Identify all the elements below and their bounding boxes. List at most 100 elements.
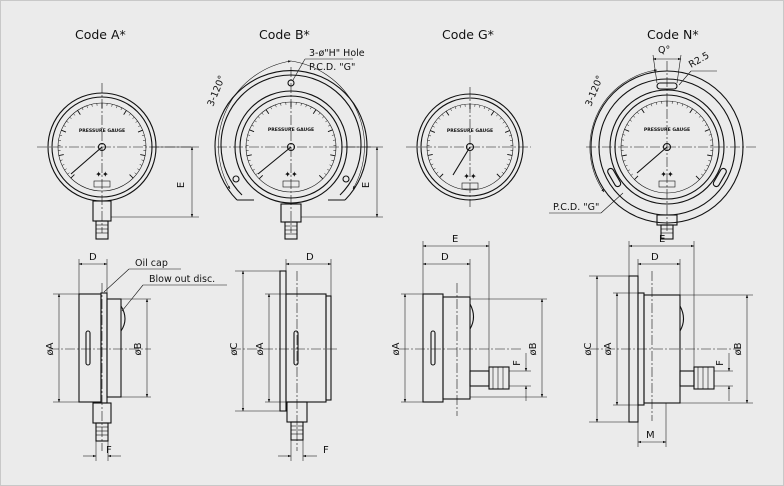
dial-tick — [329, 164, 332, 167]
side-view-n: D E øC øA øB F M — [583, 234, 753, 447]
dial-tick — [429, 159, 432, 161]
dial-tick — [310, 106, 312, 110]
dial-tick — [137, 168, 140, 171]
dial-tick — [120, 107, 123, 111]
dial-tick — [254, 120, 257, 123]
dial-label-b: PRESSURE GAUGE — [268, 127, 314, 133]
side-view-b: D øC øA F — [229, 252, 337, 461]
dial-tick — [499, 117, 502, 120]
dial-tick — [701, 173, 704, 176]
dial-tick — [459, 105, 461, 108]
title-code-a: Code A* — [75, 27, 126, 42]
svg-text:✦✦: ✦✦ — [284, 170, 298, 179]
dial-tick — [141, 159, 144, 161]
dial-tick — [479, 105, 481, 108]
gauge-needle-a — [70, 146, 103, 175]
dial-tick — [438, 117, 441, 120]
angle-label-n: 3-120° — [584, 74, 606, 108]
blow-out-label: Blow out disc. — [149, 274, 215, 285]
dial-tick — [305, 104, 307, 108]
dial-tick — [73, 113, 76, 116]
dial-tick — [331, 134, 335, 136]
dim-f-side-a: F — [106, 445, 112, 456]
dial-tick — [504, 167, 507, 170]
dial-tick — [325, 120, 328, 123]
dial-label-n: PRESSURE GAUGE — [644, 127, 690, 133]
dial-tick — [698, 115, 701, 118]
front-view-n: PRESSURE GAUGE ✦✦ 3-120° Q° R2.5 P.C.D. … — [549, 45, 756, 240]
mounting-hole-b2 — [232, 175, 240, 183]
title-code-n: Code N* — [647, 27, 699, 42]
dial-tick — [128, 113, 131, 116]
dial-tick — [695, 175, 700, 180]
dial-tick — [435, 121, 438, 124]
mounting-hole-b3 — [342, 175, 350, 183]
dial-tick — [454, 106, 457, 110]
dial-tick — [330, 154, 336, 157]
dial-tick — [331, 159, 334, 162]
dim-e-a: E — [176, 182, 187, 188]
dial-tick — [490, 110, 495, 116]
dial-tick — [703, 169, 707, 172]
dim-d-side-b: D — [306, 252, 314, 263]
dial-tick — [61, 164, 65, 166]
dial-tick — [327, 168, 330, 171]
dim-e-side-n: E — [659, 234, 665, 245]
dial-tick — [650, 103, 653, 107]
dial-tick — [252, 168, 255, 171]
dim-a-side-b: øA — [255, 342, 266, 355]
dial-tick — [430, 163, 434, 166]
dial-tick — [695, 111, 698, 115]
dim-c-side-n: øC — [583, 342, 594, 355]
dial-tick — [248, 159, 251, 162]
dial-tick — [249, 129, 255, 133]
dial-tick — [441, 114, 444, 117]
dim-e-b: E — [361, 182, 372, 188]
dim-f-side-b: F — [323, 445, 329, 456]
dial-tick — [280, 103, 282, 106]
dial-tick — [496, 173, 501, 178]
dial-tick — [255, 173, 258, 176]
dial-tick — [81, 107, 84, 111]
dial-tick — [508, 159, 511, 161]
gauge-needle-g — [452, 146, 471, 176]
dial-tick — [265, 109, 270, 114]
dial-tick — [506, 163, 510, 166]
dial-tick — [626, 124, 630, 126]
dial-tick — [250, 164, 253, 167]
dim-d-side-g: D — [441, 252, 449, 263]
front-view-b: PRESSURE GAUGE ✦✦ 3-120° 3-ø"H" Hole P.C… — [206, 48, 383, 240]
dial-tick — [656, 102, 658, 105]
dial-tick — [116, 105, 118, 109]
dial-tick — [622, 134, 626, 136]
dial-tick — [129, 174, 134, 179]
dial-ticks-g — [427, 104, 513, 178]
dial-tick — [439, 173, 444, 178]
svg-text:✦✦: ✦✦ — [95, 170, 109, 179]
dial-tick — [645, 105, 648, 109]
dial-tick — [508, 135, 512, 137]
dial-tick — [261, 112, 264, 115]
dial-tick — [433, 167, 436, 170]
dial-tick — [327, 129, 333, 133]
dial-tick — [708, 134, 712, 136]
dial-tick — [483, 106, 486, 110]
dial-tick — [432, 125, 435, 128]
dial-tick — [621, 154, 627, 157]
side-view-a: D øA øB F Oil cap Blow out disc. — [45, 252, 227, 461]
dial-tick — [708, 160, 711, 162]
dial-tick — [676, 102, 678, 105]
dim-d-side-a: D — [89, 252, 97, 263]
dial-tick — [686, 105, 689, 109]
dial-tick — [137, 129, 143, 133]
dial-tick — [300, 103, 302, 106]
dial-tick — [707, 154, 713, 157]
dim-c-side-b: øC — [229, 342, 240, 355]
dial-tick — [270, 106, 272, 110]
dim-b-side-g: øB — [528, 342, 539, 355]
dial-tick — [324, 173, 327, 176]
dial-tick — [704, 128, 710, 132]
dim-b-side-a: øB — [133, 342, 144, 355]
dial-tick — [60, 159, 63, 161]
